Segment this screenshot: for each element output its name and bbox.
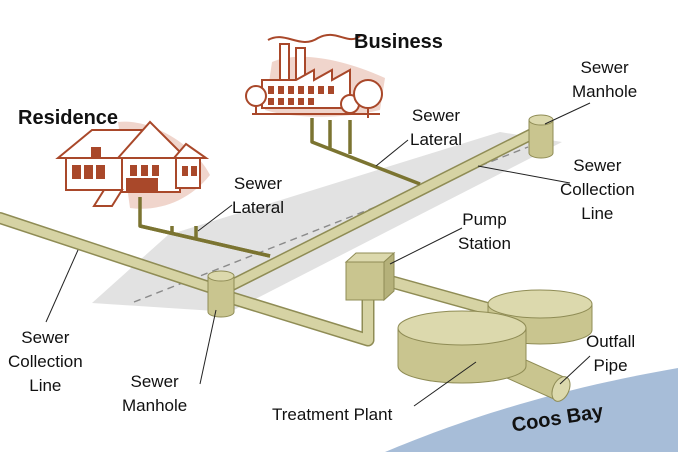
label-outfall-pipe: Outfall Pipe: [586, 330, 635, 378]
residence-house: [55, 120, 210, 207]
label-sewer-collection-line-right: Sewer Collection Line: [560, 154, 635, 226]
label-line: Line: [581, 204, 614, 223]
label-line: Sewer: [130, 372, 179, 391]
label-line: Collection: [560, 180, 635, 199]
manhole-top: [528, 114, 554, 159]
label-pump-station: Pump Station: [458, 208, 511, 256]
label-line: Station: [458, 234, 511, 253]
label-line: Sewer: [573, 156, 622, 175]
label-line: Pump: [462, 210, 507, 229]
leader-lines: [45, 102, 591, 407]
label-line: Line: [29, 376, 62, 395]
label-line: Sewer: [21, 328, 70, 347]
label-line: Outfall: [586, 332, 636, 351]
coos-bay-water: [385, 368, 678, 452]
label-line: Sewer: [411, 106, 461, 125]
treatment-tank-large: [397, 310, 527, 384]
pump-station-box: [344, 251, 396, 302]
label-sewer-manhole-bottom: Sewer Manhole: [122, 370, 187, 418]
label-line: Lateral: [232, 198, 284, 217]
label-line: Manhole: [572, 82, 638, 101]
label-residence: Residence: [18, 107, 119, 129]
label-sewer-collection-line-left: Sewer Collection Line: [8, 326, 83, 398]
label-sewer-manhole-top: Sewer Manhole: [572, 56, 637, 104]
label-line: Pipe: [593, 356, 628, 375]
label-treatment-plant: Treatment Plant: [272, 405, 393, 424]
business-factory: [245, 33, 383, 118]
label-line: Sewer: [580, 58, 629, 77]
label-line: Manhole: [122, 396, 188, 415]
label-line: Lateral: [410, 130, 462, 149]
label-sewer-lateral-business: Sewer Lateral: [410, 104, 462, 152]
label-business: Business: [354, 31, 443, 53]
label-line: Sewer: [233, 174, 283, 193]
business-lateral-pipe: [310, 118, 421, 186]
label-sewer-lateral-residence: Sewer Lateral: [232, 172, 284, 220]
label-line: Collection: [8, 352, 83, 371]
manhole-bottom: [207, 270, 235, 318]
